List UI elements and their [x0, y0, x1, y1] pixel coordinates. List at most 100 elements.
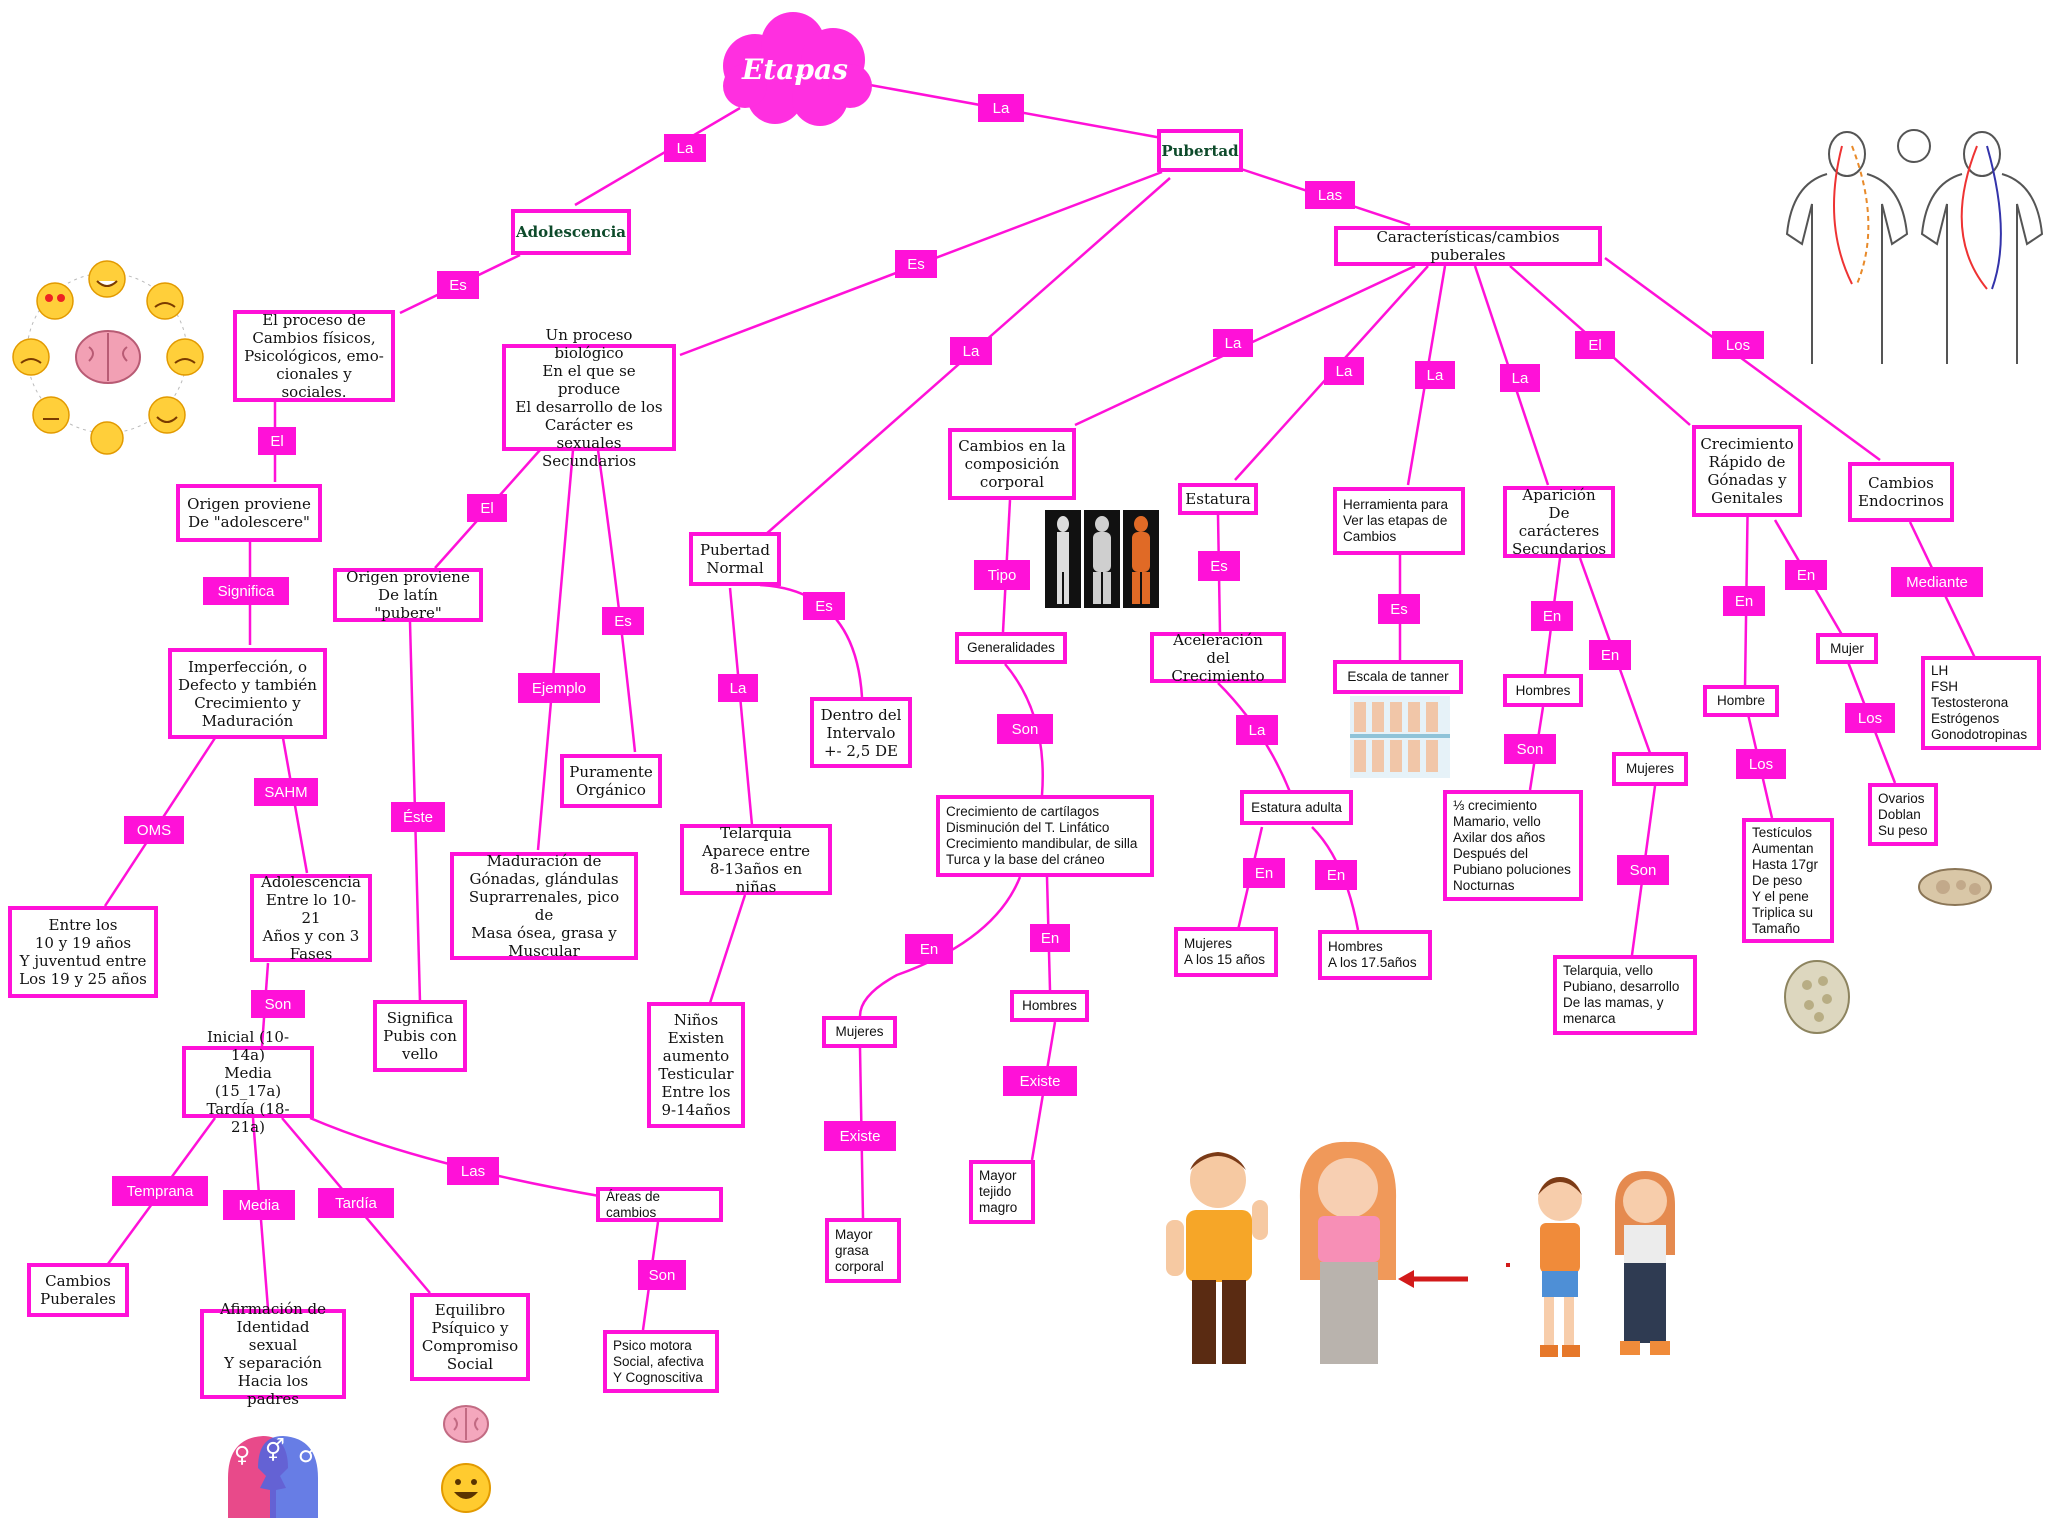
root-title: Etapas: [742, 52, 848, 86]
node-adolescencia[interactable]: Adolescencia: [511, 209, 631, 255]
node-estatura-adulta[interactable]: Estatura adulta: [1240, 790, 1353, 825]
node-dentro-intervalo[interactable]: Dentro del Intervalo +- 2,5 DE: [810, 697, 912, 768]
node-composicion[interactable]: Cambios en la composición corporal: [948, 428, 1076, 500]
label-en: En: [1030, 924, 1070, 952]
node-fases[interactable]: Inicial (10-14a) Media (15_17a) Tardía (…: [182, 1028, 314, 1136]
node-pubis-vello[interactable]: Significa Pubis con vello: [373, 1000, 467, 1072]
node-cambios-puberales[interactable]: Cambios Puberales: [27, 1263, 129, 1317]
node-estatura[interactable]: Estatura: [1178, 483, 1258, 515]
node-tanner[interactable]: Escala de tanner: [1333, 660, 1463, 694]
node-hombre-gonadas[interactable]: Hombre: [1703, 685, 1779, 717]
brain-and-smile-emoji: [441, 1405, 491, 1513]
svg-text:⚥: ⚥: [265, 1437, 285, 1464]
node-crecimiento-cartilagos[interactable]: Crecimiento de cartílagos Disminución de…: [936, 795, 1154, 877]
node-mayor-magro[interactable]: Mayor tejido magro: [969, 1160, 1035, 1224]
body-composition-scans-image: [1045, 510, 1159, 608]
brain-icon: [443, 1405, 489, 1443]
label-las: Las: [447, 1157, 499, 1185]
node-herramienta[interactable]: Herramienta para Ver las etapas de Cambi…: [1333, 487, 1465, 555]
label-es: Es: [803, 592, 845, 620]
label-los: Los: [1736, 749, 1786, 779]
label-son: Son: [1504, 734, 1556, 764]
node-afirmacion[interactable]: Afirmación de Identidad sexual Y separac…: [200, 1300, 346, 1408]
node-generalidades[interactable]: Generalidades: [955, 632, 1067, 664]
label-sahm: SAHM: [254, 778, 318, 806]
young-woman-figure: [1299, 1141, 1397, 1364]
node-hombres-secundarios[interactable]: Hombres: [1503, 674, 1583, 707]
label-la: La: [1213, 329, 1253, 357]
node-hormonas[interactable]: LH FSH Testosterona Estrógenos Gonodotro…: [1921, 656, 2041, 750]
hormone-axis-diagram-image: [1785, 129, 2044, 364]
label-en: En: [1315, 860, 1357, 890]
label-en: En: [1589, 640, 1631, 670]
label-la: La: [1415, 361, 1455, 389]
node-origen-pubere[interactable]: Origen proviene De latín "pubere": [333, 568, 483, 622]
label-tardia: Tardía: [318, 1188, 394, 1218]
node-aceleracion[interactable]: Aceleración del Crecimiento: [1150, 631, 1286, 685]
label-el: El: [1575, 331, 1615, 359]
svg-text:♂: ♂: [298, 1443, 318, 1468]
label-significa: Significa: [203, 577, 289, 605]
label-en: En: [905, 934, 953, 964]
node-equilibro[interactable]: Equilibro Psíquico y Compromiso Social: [410, 1293, 530, 1381]
brain-icon: [75, 330, 141, 384]
label-las: Las: [1305, 181, 1355, 209]
label-oms: OMS: [124, 816, 184, 844]
node-aparicion[interactable]: Aparición De carácteres Secundarios: [1503, 486, 1615, 558]
node-crecimiento-gonadas[interactable]: Crecimiento Rápido de Gónadas y Genitale…: [1692, 425, 1802, 517]
node-telarquia-ninas[interactable]: Telarquia Aparece entre 8-13años en niña…: [680, 824, 832, 896]
node-hombres-17[interactable]: Hombres A los 17.5años: [1318, 930, 1432, 980]
node-mujeres-secundarios[interactable]: Mujeres: [1612, 752, 1688, 786]
label-ejemplo: Ejemplo: [518, 673, 600, 703]
node-crecimiento-mamario[interactable]: ⅓ crecimiento Mamario, vello Axilar dos …: [1443, 790, 1583, 901]
testicle-histology-image: [1784, 960, 1850, 1034]
node-psico-motora[interactable]: Psico motora Social, afectiva Y Cognosci…: [603, 1330, 719, 1393]
label-el: El: [258, 427, 296, 455]
node-pubertad[interactable]: Pubertad: [1157, 129, 1243, 172]
node-telarquia-vello[interactable]: Telarquia, vello Pubiano, desarrollo De …: [1553, 955, 1697, 1035]
label-son: Son: [1617, 855, 1669, 885]
red-arrow-icon: [1398, 1263, 1510, 1288]
node-testiculos[interactable]: Testículos Aumentan Hasta 17gr De peso Y…: [1742, 818, 1834, 943]
node-mujer-gonadas[interactable]: Mujer: [1816, 633, 1878, 664]
label-son: Son: [997, 714, 1053, 744]
gender-heads-image: ♀ ⚥ ♂: [228, 1436, 318, 1518]
label-es: Es: [602, 607, 644, 635]
svg-text:♀: ♀: [234, 1443, 250, 1468]
node-ninos-testicular[interactable]: Niños Existen aumento Testicular Entre l…: [647, 1002, 745, 1128]
node-proceso-cambios[interactable]: El proceso de Cambios físicos, Psicológi…: [233, 310, 395, 402]
label-es: Es: [895, 250, 937, 278]
label-mediante: Mediante: [1891, 567, 1983, 597]
node-adolescencia-fases[interactable]: Adolescencia Entre lo 10-21 Años y con 3…: [250, 873, 372, 963]
node-origen-adolescere[interactable]: Origen proviene De "adolescere": [176, 484, 322, 542]
emotions-brain-illustration: [12, 260, 204, 455]
label-son: Son: [638, 1260, 686, 1290]
label-en: En: [1243, 858, 1285, 888]
node-entre-edades[interactable]: Entre los 10 y 19 años Y juventud entre …: [8, 906, 158, 998]
node-maduracion[interactable]: Maduración de Gónadas, glándulas Suprarr…: [450, 852, 638, 960]
label-el: El: [467, 494, 507, 522]
label-la: La: [1500, 364, 1540, 392]
young-man-figure: [1166, 1152, 1268, 1364]
cloud-shape: [723, 12, 872, 126]
node-proceso-biologico[interactable]: Un proceso biológico En el que se produc…: [502, 326, 676, 470]
node-ovarios[interactable]: Ovarios Doblan Su peso: [1868, 783, 1938, 846]
node-caracteristicas[interactable]: Características/cambios puberales: [1334, 226, 1602, 266]
node-imperfeccion[interactable]: Imperfección, o Defecto y también Crecim…: [168, 648, 327, 739]
node-cambios-endocrinos[interactable]: Cambios Endocrinos: [1848, 462, 1954, 522]
label-en: En: [1531, 601, 1573, 631]
boy-and-girl-illustration: [1166, 1141, 1397, 1364]
node-puramente-organico[interactable]: Puramente Orgánico: [560, 754, 662, 808]
label-la: La: [718, 674, 758, 702]
node-mujeres-composicion[interactable]: Mujeres: [822, 1016, 897, 1048]
label-tipo: Tipo: [974, 560, 1030, 590]
children-illustration: [1538, 1171, 1675, 1357]
label-temprana: Temprana: [112, 1176, 208, 1206]
node-pubertad-normal[interactable]: Pubertad Normal: [689, 532, 781, 586]
node-hombres-composicion[interactable]: Hombres: [1010, 990, 1089, 1022]
node-areas-cambios[interactable]: Áreas de cambios: [596, 1187, 723, 1222]
node-mujeres-15[interactable]: Mujeres A los 15 años: [1174, 927, 1278, 977]
label-en: En: [1723, 586, 1765, 616]
node-mayor-grasa[interactable]: Mayor grasa corporal: [825, 1218, 901, 1283]
